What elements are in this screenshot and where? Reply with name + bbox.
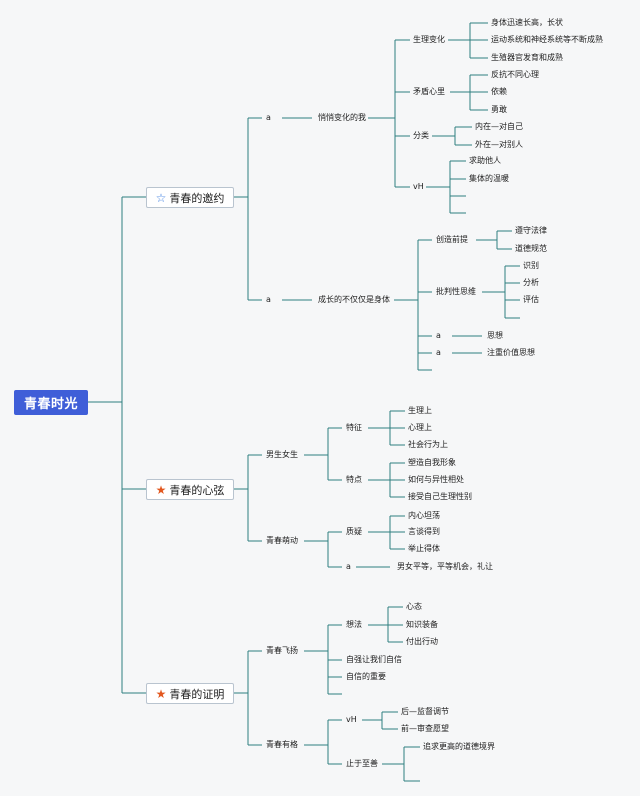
branch-invitation[interactable]: ☆ 青春的邀约 bbox=[146, 187, 234, 208]
leaf[interactable]: 接受自己生理性别 bbox=[408, 492, 472, 501]
leaf[interactable]: 社会行为上 bbox=[408, 440, 448, 449]
topic-prerequisite[interactable]: 创造前提 bbox=[436, 235, 468, 244]
branch-proof-label: 青春的证明 bbox=[169, 687, 225, 701]
branch-heartstrings-label: 青春的心弦 bbox=[169, 483, 225, 497]
leaf[interactable]: 依赖 bbox=[491, 87, 507, 96]
topic-category[interactable]: 分类 bbox=[413, 131, 429, 140]
leaf[interactable]: 评估 bbox=[523, 295, 539, 304]
topic-youth-soaring[interactable]: 青春飞扬 bbox=[266, 646, 298, 655]
leaf[interactable]: 集体的温暖 bbox=[469, 174, 509, 183]
leaf[interactable]: 分析 bbox=[523, 278, 539, 287]
leaf[interactable]: 心理上 bbox=[408, 423, 432, 432]
star-filled-icon: ★ bbox=[155, 686, 167, 701]
topic-boys-girls[interactable]: 男生女生 bbox=[266, 450, 298, 459]
leaf[interactable]: 生殖器官发育和成熟 bbox=[491, 53, 563, 62]
leaf[interactable]: 如何与异性相处 bbox=[408, 475, 464, 484]
topic-growth[interactable]: 成长的不仅仅是身体 bbox=[318, 295, 390, 304]
topic-confidence[interactable]: 自信的重要 bbox=[346, 672, 386, 681]
leaf[interactable]: 塑造自我形象 bbox=[408, 458, 456, 467]
branch-invitation-label: 青春的邀约 bbox=[169, 191, 225, 205]
leaf[interactable]: 心态 bbox=[406, 602, 422, 611]
leaf[interactable]: 言谈得到 bbox=[408, 527, 440, 536]
leaf[interactable]: 前—审查愿望 bbox=[401, 724, 449, 733]
marker-a: a bbox=[266, 295, 271, 304]
marker-a: a bbox=[266, 113, 271, 122]
leaf[interactable]: 内心坦荡 bbox=[408, 511, 440, 520]
marker-a: a bbox=[346, 562, 351, 571]
leaf[interactable]: 付出行动 bbox=[406, 637, 438, 646]
leaf[interactable]: 男女平等，平等机会，礼让 bbox=[397, 562, 493, 571]
topic-ideas[interactable]: 想法 bbox=[346, 620, 362, 629]
leaf[interactable]: 举止得体 bbox=[408, 544, 440, 553]
root-node[interactable]: 青春时光 bbox=[14, 390, 88, 415]
leaf[interactable]: 遵守法律 bbox=[515, 226, 547, 235]
topic-youth-character[interactable]: 青春有格 bbox=[266, 740, 298, 749]
leaf[interactable]: 追求更高的道德境界 bbox=[423, 742, 495, 751]
leaf[interactable]: 运动系统和神经系统等不断成熟 bbox=[491, 35, 603, 44]
topic-self-strength[interactable]: 自强让我们自信 bbox=[346, 655, 402, 664]
topic-characteristics[interactable]: 特点 bbox=[346, 475, 362, 484]
leaf[interactable]: 道德规范 bbox=[515, 244, 547, 253]
topic-perfection[interactable]: 止于至善 bbox=[346, 759, 378, 768]
leaf[interactable]: 后—监督调节 bbox=[401, 707, 449, 716]
branch-heartstrings[interactable]: ★ 青春的心弦 bbox=[146, 479, 234, 500]
topic-contradiction[interactable]: 矛盾心里 bbox=[413, 87, 445, 96]
leaf[interactable]: 身体迅速长高，长状 bbox=[491, 18, 563, 27]
leaf[interactable]: 思想 bbox=[487, 331, 503, 340]
topic-changing-me[interactable]: 悄悄变化的我 bbox=[318, 113, 366, 122]
topic-features[interactable]: 特征 bbox=[346, 423, 362, 432]
topic-physiological-change[interactable]: 生理变化 bbox=[413, 35, 445, 44]
leaf[interactable]: 反抗不同心理 bbox=[491, 70, 539, 79]
star-outline-icon: ☆ bbox=[155, 190, 167, 205]
topic-vh[interactable]: vH bbox=[346, 715, 357, 724]
topic-quality[interactable]: 质疑 bbox=[346, 527, 362, 536]
leaf[interactable]: 求助他人 bbox=[469, 156, 501, 165]
topic-vh[interactable]: vH bbox=[413, 182, 424, 191]
leaf[interactable]: 识别 bbox=[523, 261, 539, 270]
branch-proof[interactable]: ★ 青春的证明 bbox=[146, 683, 234, 704]
topic-critical-thinking[interactable]: 批判性思维 bbox=[436, 287, 476, 296]
star-filled-icon: ★ bbox=[155, 482, 167, 497]
topic-youth-budding[interactable]: 青春萌动 bbox=[266, 536, 298, 545]
leaf[interactable]: 内在—对自己 bbox=[475, 122, 523, 131]
marker-a: a bbox=[436, 331, 441, 340]
leaf[interactable]: 外在—对别人 bbox=[475, 140, 523, 149]
leaf[interactable]: 注重价值思想 bbox=[487, 348, 535, 357]
leaf[interactable]: 勇敢 bbox=[491, 105, 507, 114]
leaf[interactable]: 知识装备 bbox=[406, 620, 438, 629]
marker-a: a bbox=[436, 348, 441, 357]
leaf[interactable]: 生理上 bbox=[408, 406, 432, 415]
